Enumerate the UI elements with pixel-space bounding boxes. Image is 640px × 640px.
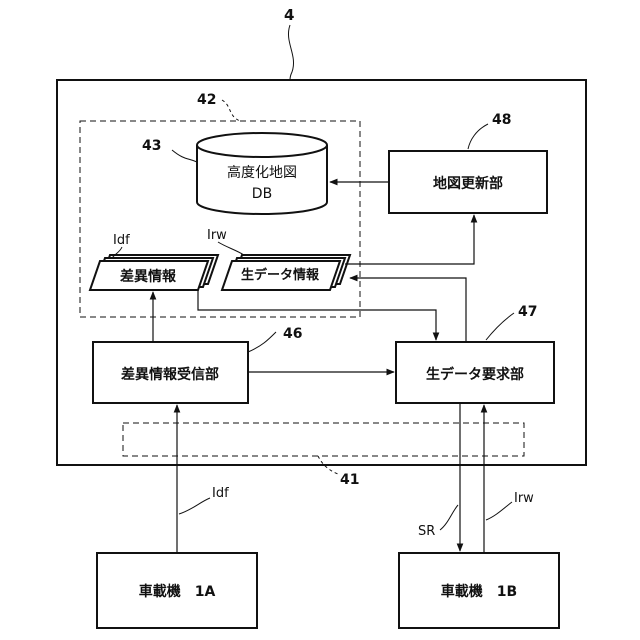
- diff-receiver-number: 46: [283, 326, 302, 342]
- raw-data-request-label: 生データ要求部: [426, 366, 524, 383]
- onboard-unit-1a-label: 車載機 1A: [139, 583, 216, 600]
- sr-leader-line: [440, 505, 458, 530]
- diff-info-receiver-label: 差異情報受信部: [121, 366, 219, 383]
- storage-unit-number: 42: [197, 92, 216, 108]
- idf-top-label: Idf: [113, 233, 130, 248]
- system-leader-line: [288, 25, 293, 80]
- raw-request-number: 47: [518, 304, 537, 320]
- irw-top-label: Irw: [207, 228, 227, 243]
- comm-unit-number: 41: [340, 472, 359, 488]
- irw-bottom-label: Irw: [514, 491, 534, 506]
- system-number: 4: [284, 6, 294, 24]
- onboard-unit-1b-label: 車載機 1B: [441, 583, 517, 600]
- db-label-line2: DB: [252, 186, 272, 202]
- raw-data-info-label: 生データ情報: [241, 267, 320, 283]
- irw-bottom-leader-line: [486, 502, 512, 520]
- sr-label: SR: [418, 524, 435, 539]
- idf-bottom-leader-line: [179, 498, 210, 514]
- map-update-label: 地図更新部: [433, 175, 503, 192]
- idf-bottom-label: Idf: [212, 486, 229, 501]
- db-number: 43: [142, 138, 161, 154]
- diff-info-label: 差異情報: [120, 268, 177, 285]
- db-label-line1: 高度化地図: [227, 164, 297, 181]
- map-update-number: 48: [492, 112, 511, 128]
